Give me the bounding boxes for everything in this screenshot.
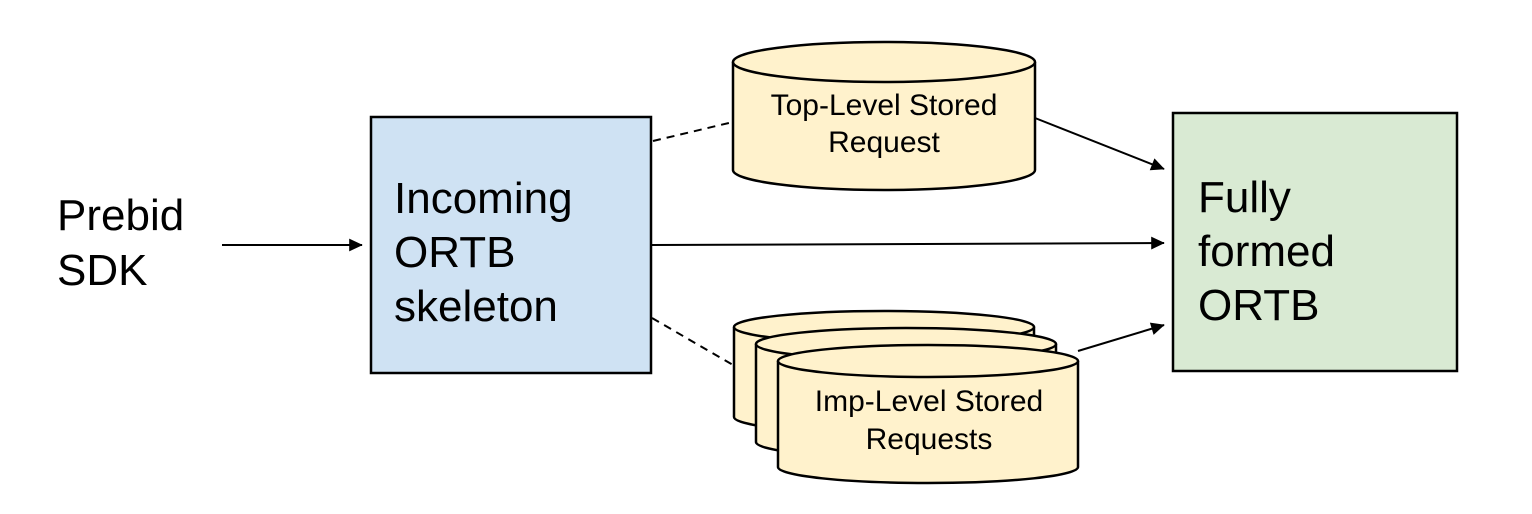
incoming-ortb-skeleton-label-line-3: skeleton — [394, 282, 558, 331]
top-level-stored-request-label-line-2: Request — [828, 126, 940, 159]
prebid-sdk-label-line-2: SDK — [57, 246, 147, 295]
incoming-ortb-skeleton-label-line-1: Incoming — [394, 174, 573, 223]
fully-formed-ortb-label-line-3: ORTB — [1198, 281, 1319, 330]
imp-level-cylinder-front-top — [776, 343, 1080, 379]
node-fully-formed-ortb: Fully formed ORTB — [1171, 111, 1459, 373]
arrow-incoming-to-fully-formed — [651, 236, 1165, 250]
node-prebid-sdk: Prebid SDK — [57, 191, 184, 295]
incoming-ortb-skeleton-label-line-2: ORTB — [394, 228, 515, 277]
fully-formed-ortb-label-line-2: formed — [1198, 227, 1335, 276]
fully-formed-ortb-box — [1171, 111, 1459, 373]
node-top-level-stored-request: Top-Level Stored Request — [731, 40, 1037, 192]
top-level-cylinder-top — [731, 40, 1037, 84]
prebid-sdk-label-line-1: Prebid — [57, 191, 184, 240]
imp-level-cylinder-front: Imp-Level Stored Requests — [776, 343, 1080, 485]
arrow-top-level-to-fully-formed — [1034, 117, 1165, 171]
imp-level-stored-requests-label-line-1: Imp-Level Stored — [815, 385, 1043, 418]
node-incoming-ortb-skeleton: Incoming ORTB skeleton — [369, 115, 653, 375]
top-level-cylinder-body — [731, 62, 1037, 192]
imp-level-stored-requests-label-line-2: Requests — [866, 423, 993, 456]
dashed-link-incoming-to-imp-level — [651, 317, 734, 366]
incoming-ortb-skeleton-box — [369, 115, 653, 375]
top-level-stored-request-label-line-1: Top-Level Stored — [771, 89, 998, 122]
dashed-link-incoming-to-top-level — [652, 121, 734, 142]
fully-formed-ortb-label-line-1: Fully — [1198, 173, 1291, 222]
node-imp-level-stored-requests: Imp-Level Stored Requests — [732, 309, 1080, 485]
arrow-imp-level-to-fully-formed — [1077, 322, 1165, 352]
imp-level-cylinder-front-body — [776, 361, 1080, 485]
